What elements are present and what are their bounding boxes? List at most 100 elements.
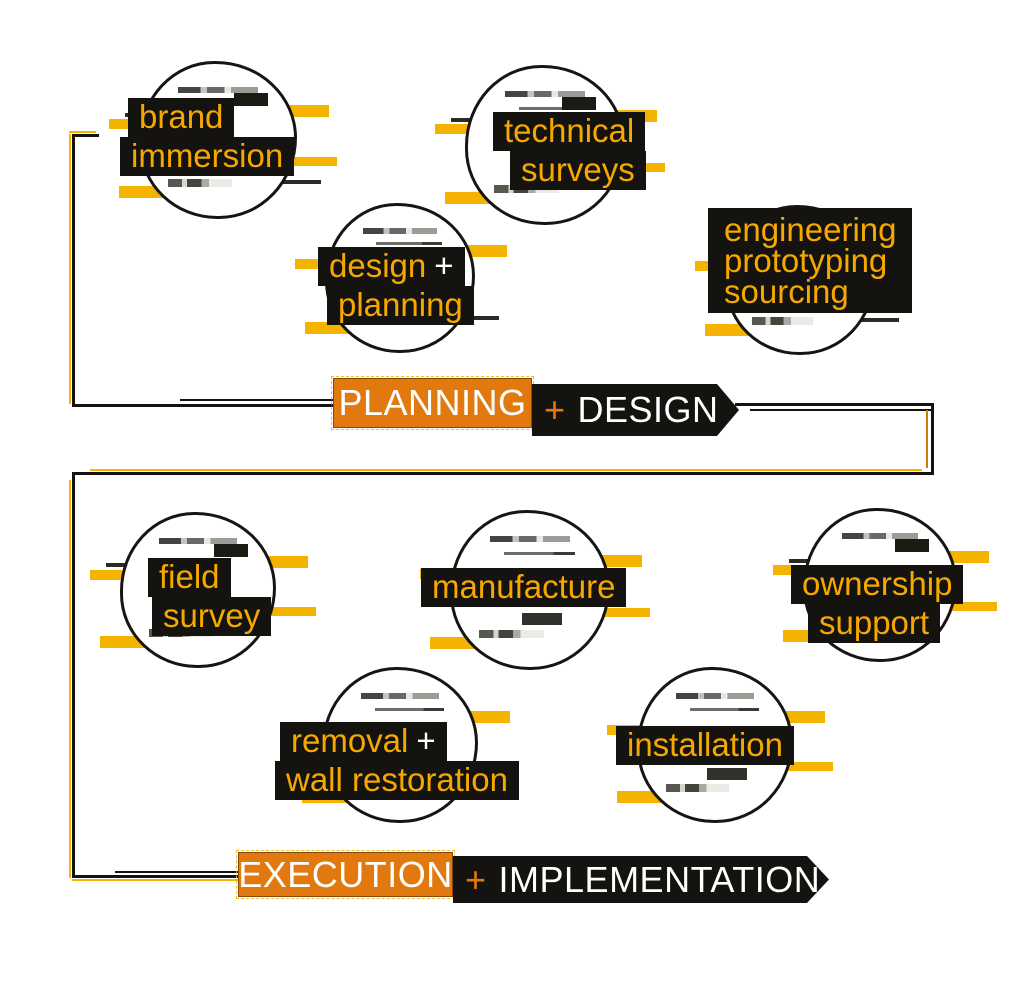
plus-sign: + (465, 858, 487, 900)
stage-label-text: manufacture (432, 568, 616, 605)
noise-strip (676, 692, 754, 699)
plus-sign: + (434, 247, 454, 284)
stage-label-text: ownership (802, 565, 953, 602)
connector-line (72, 404, 333, 407)
stage-label-text: immersion (131, 137, 284, 174)
stage-label: field survey (148, 558, 272, 636)
node-field-survey: field survey (90, 512, 316, 668)
connector-glitch-line (750, 409, 931, 411)
glitch-fragment (561, 97, 596, 111)
stage-label: installation (616, 726, 794, 765)
glitch-bar-dark (251, 180, 321, 185)
noise-strip (689, 707, 759, 711)
banner-left-segment: PLANNING (331, 376, 534, 430)
connector-glitch-line (926, 410, 928, 468)
glitch-fragment (706, 767, 747, 780)
noise-strip (841, 533, 919, 540)
stage-label-line: survey (152, 597, 272, 636)
stage-label-text: prototyping (724, 242, 888, 279)
connector-line (735, 403, 934, 406)
banner-right-text: IMPLEMENTATION (498, 858, 821, 900)
stage-label-text: technical (504, 112, 635, 149)
stage-label-line: surveys (510, 151, 646, 190)
node-installation: installation (607, 667, 833, 823)
node-technical-surveys: technical surveys (435, 65, 665, 225)
stage-label-text: field (159, 558, 220, 595)
stage-label: ownership support (791, 565, 964, 643)
node-engineering-prototyping-sourcing: engineering prototyping sourcing (695, 205, 913, 355)
stage-label-line: support (808, 604, 941, 643)
noise-strip (362, 227, 438, 234)
stage-label-line: removal+ (280, 722, 447, 761)
connector-glitch-line (115, 871, 239, 873)
noise-strip (518, 106, 590, 110)
banner-right-segment: + DESIGN (532, 384, 739, 436)
banner-left-text: PLANNING (338, 382, 527, 423)
stage-label-text: sourcing (724, 273, 849, 310)
noise-strip (752, 316, 813, 325)
connector-line (72, 472, 75, 878)
stage-label: engineering prototyping sourcing (708, 208, 913, 313)
glitch-bar-dark (829, 318, 899, 322)
banner-left-text: EXECUTION (238, 853, 453, 895)
noise-strip (178, 86, 258, 93)
stage-label: removal+ wall restoration (275, 722, 519, 800)
stage-label-line: ownership (791, 565, 964, 604)
stage-label-text: removal (291, 722, 409, 759)
noise-strip (504, 91, 586, 98)
stage-label: manufacture (421, 568, 627, 607)
stage-label-text: support (819, 604, 930, 641)
plus-sign: + (544, 389, 566, 430)
stage-label: technical surveys (493, 112, 646, 190)
stage-label: brand immersion (120, 98, 295, 176)
connector-glitch-line (180, 399, 333, 401)
noise-strip (361, 692, 439, 699)
connector-glitch-line (69, 134, 71, 404)
connector-glitch-line (90, 469, 922, 471)
noise-strip (167, 179, 232, 188)
stage-label-text: surveys (521, 151, 635, 188)
noise-strip (503, 551, 575, 555)
node-brand-immersion: brand immersion (109, 61, 337, 219)
stage-label-line: wall restoration (275, 761, 519, 800)
stage-label-line: design+ (318, 247, 465, 286)
stage-label-text: brand (139, 98, 224, 135)
noise-strip (374, 707, 444, 711)
noise-strip (665, 783, 729, 792)
connector-line (72, 134, 75, 407)
node-manufacture: manufacture (420, 510, 650, 670)
node-ownership-support: ownership support (773, 508, 997, 662)
connector-glitch-line (69, 480, 71, 878)
connector-line (72, 472, 934, 475)
stage-label-line: planning (327, 286, 474, 325)
connector-glitch-line (69, 131, 96, 133)
stage-label-line: manufacture (421, 568, 627, 607)
stage-label-text: wall restoration (286, 761, 508, 798)
stage-label-line: technical (493, 112, 646, 151)
stage-label-line: sourcing (712, 273, 861, 310)
stage-label-line: engineering (712, 211, 908, 248)
noise-strip (489, 536, 571, 543)
stage-label-line: installation (616, 726, 794, 765)
noise-strip (159, 537, 237, 544)
node-removal-wall-restoration: removal+ wall restoration (275, 667, 519, 823)
glitch-fragment (213, 543, 248, 557)
stage-label-text: installation (627, 726, 783, 763)
stage-label-line: brand (128, 98, 235, 137)
stage-label: design+ planning (318, 247, 474, 325)
connector-line (72, 134, 99, 137)
connector-line (931, 403, 934, 475)
connector-glitch-line (72, 879, 239, 881)
banner-left-segment: EXECUTION (236, 850, 455, 899)
stage-label-text: engineering (724, 211, 897, 248)
stage-label-line: field (148, 558, 231, 597)
node-design-planning: design+ planning (295, 203, 507, 353)
glitch-fragment (522, 613, 563, 626)
glitch-fragment (234, 92, 269, 106)
plus-sign: + (416, 722, 436, 759)
noise-strip (375, 242, 442, 245)
banner-right-text: DESIGN (577, 389, 719, 430)
stage-label-line: immersion (120, 137, 295, 176)
stage-label-text: design (329, 247, 427, 284)
